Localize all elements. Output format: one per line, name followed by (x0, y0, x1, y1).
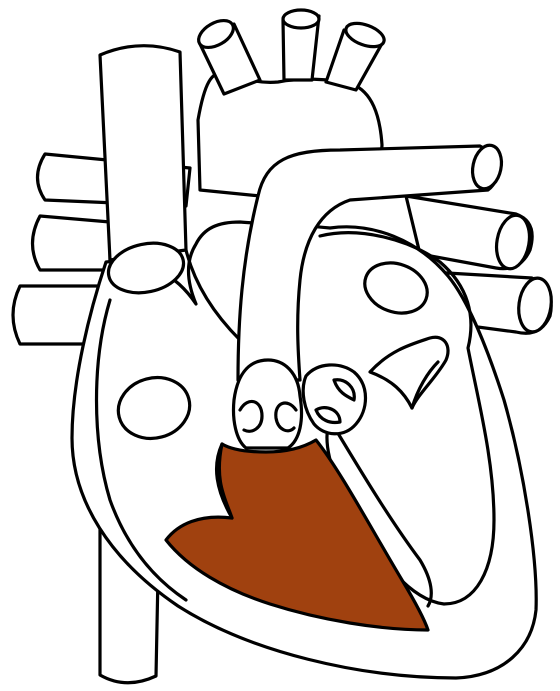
aortic-valve (303, 365, 365, 434)
pulmonary-valve (234, 360, 302, 448)
left-vein-middle (33, 216, 111, 270)
aortic-branch-middle-opening (283, 10, 319, 28)
superior-vena-cava (100, 46, 186, 260)
